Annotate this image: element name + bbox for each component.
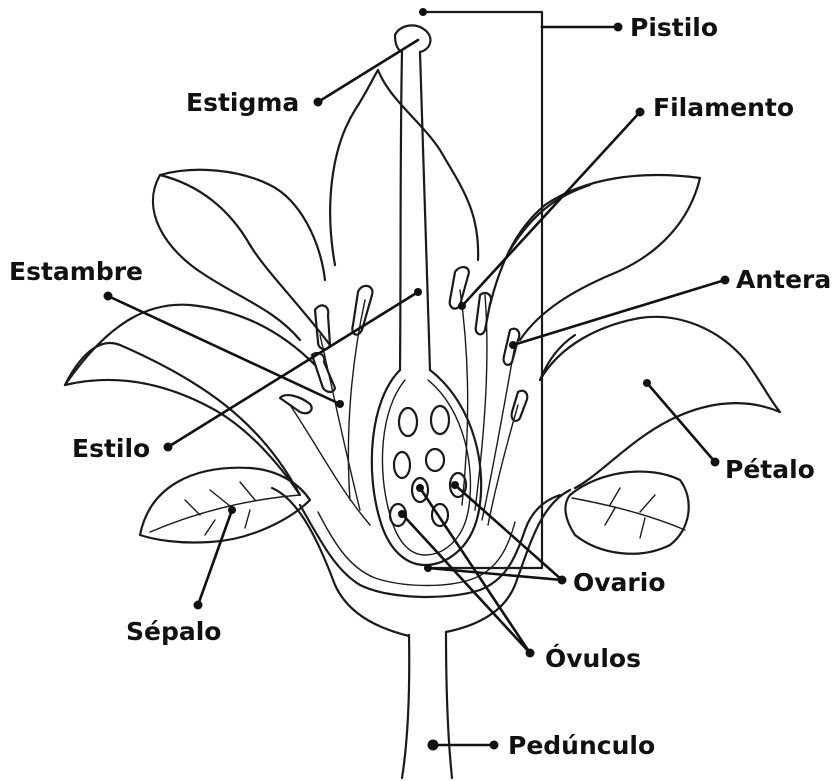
- label-ovario: Ovario: [573, 568, 666, 597]
- label-estilo: Estilo: [72, 434, 150, 463]
- receptacle-shape: [272, 488, 570, 636]
- label-estigma: Estigma: [186, 88, 299, 117]
- stamens-shape: [280, 267, 527, 525]
- label-ovulos: Óvulos: [545, 643, 641, 673]
- label-petalo: Pétalo: [725, 455, 815, 484]
- label-estambre: Estambre: [9, 257, 143, 286]
- label-pedunculo: Pedúnculo: [508, 731, 655, 760]
- peduncle-shape: [402, 632, 452, 778]
- label-sepalo: Sépalo: [126, 617, 221, 646]
- pistil-bracket: [423, 12, 542, 568]
- label-pistilo: Pistilo: [630, 13, 718, 42]
- label-filamento: Filamento: [653, 93, 794, 122]
- right-sepal-shape: [565, 472, 688, 554]
- label-antera: Antera: [736, 265, 831, 294]
- ovules-shape: [390, 406, 466, 526]
